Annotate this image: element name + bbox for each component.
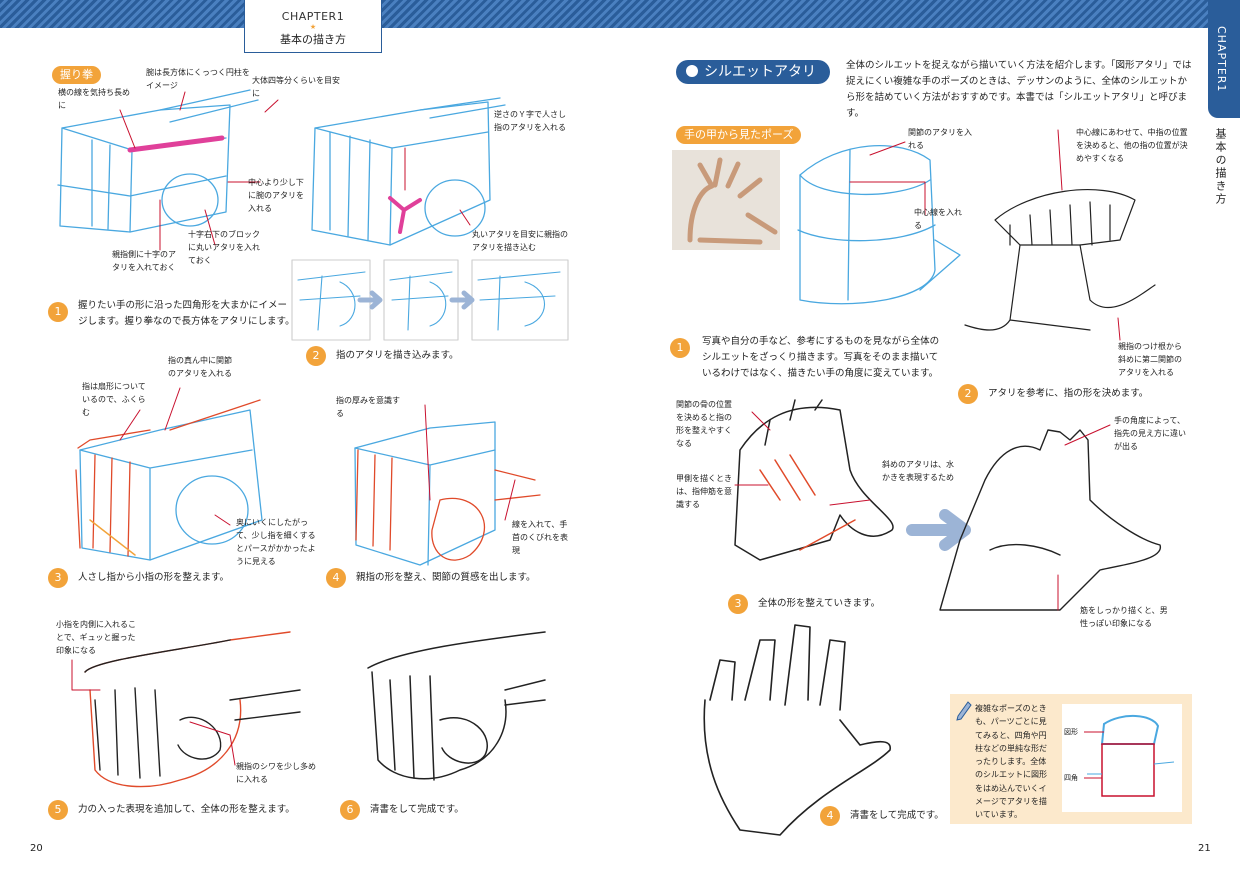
annotation-a3: 大体四等分くらいを目安に (252, 76, 340, 98)
rfig4-sketch (703, 624, 891, 836)
side-chapter-tab: CHAPTER1 (1208, 0, 1240, 118)
star-icon: ★ (309, 23, 317, 31)
right-step-4-number: 4 (820, 806, 840, 826)
pencil-icon (956, 701, 972, 721)
annotation-b4: 親指のつけ根から斜めに第二関節のアタリを入れる (1118, 342, 1182, 377)
annotation-a9: 指の真ん中に関節のアタリを入れる (168, 356, 232, 378)
annotation-b9: 筋をしっかり描くと、男性っぽい印象になる (1080, 606, 1168, 628)
fig5-sketch (84, 631, 301, 788)
left-step-1-number: 1 (48, 302, 68, 322)
right-step-3-number: 3 (728, 594, 748, 614)
annotation-b3: 中心線にあわせて、中指の位置を決めると、他の指の位置が決めやすくなる (1076, 128, 1188, 163)
side-chapter-title: 基本の描き方 (1214, 128, 1227, 206)
right-step-2-number: 2 (958, 384, 978, 404)
left-step-2-number: 2 (306, 346, 326, 366)
annotation-b2: 中心線を入れる (914, 208, 962, 230)
annotation-a2: 腕は長方体にくっつく円柱をイメージ (146, 68, 250, 90)
right-step-1-number: 1 (670, 338, 690, 358)
rfig3b-sketch (939, 429, 1161, 611)
left-page-number: 20 (30, 843, 43, 854)
rfig3-sketch (734, 399, 894, 561)
right-intro: 全体のシルエットを捉えながら描いていく方法を紹介します。「図形アタリ」では捉えに… (846, 60, 1192, 119)
left-step-5-number: 5 (48, 800, 68, 820)
left-step-2-text: 指のアタリを描き込みます。 (336, 350, 459, 361)
fig1-box-sketch (57, 89, 259, 233)
annotation-b5: 関節の骨の位置を決めると指の形を整えやすくなる (676, 400, 732, 448)
fig1b-box-sketch (311, 97, 506, 246)
right-section-title-text: シルエットアタリ (704, 64, 816, 80)
tip-text: 複雑なポーズのときも、パーツごとに見てみると、四角や円柱などの単純な形だったりし… (975, 704, 1047, 820)
annotation-b7: 斜めのアタリは、水かきを表現するため (882, 460, 954, 482)
right-step-2-text: アタリを参考に、指の形を決めます。 (988, 388, 1149, 399)
annotation-a1: 横の線を気持ち長めに (58, 88, 130, 110)
annotation-a11: 指の厚みを意識する (336, 396, 400, 418)
annotation-a15: 親指のシワを少し多めに入れる (236, 762, 316, 784)
left-step-6-text: 清書をして完成です。 (370, 804, 464, 815)
side-tab-label: CHAPTER1 (1215, 26, 1228, 93)
chapter-title: 基本の描き方 (280, 33, 346, 46)
arrow-icon (906, 509, 971, 551)
right-section-title: シルエットアタリ (676, 60, 830, 84)
fig3-sketch (75, 399, 263, 561)
annotation-b8: 手の角度によって、指先の見え方に違いが出る (1114, 416, 1186, 451)
left-step-6-number: 6 (340, 800, 360, 820)
fig4-sketch (354, 421, 541, 566)
header-stripe-left (0, 0, 1240, 28)
left-section-tag: 握り拳 (52, 66, 101, 84)
annotation-a13: 線を入れて、手首のくびれを表現 (512, 520, 568, 555)
annotation-a5: 中心より少し下に腕のアタリを入れる (248, 178, 304, 213)
annotation-b6: 甲側を描くときは、指伸筋を意識する (676, 474, 732, 509)
right-page-number: 21 (1198, 843, 1211, 854)
left-step-4-text: 親指の形を整え、関節の質感を出します。 (356, 572, 536, 583)
right-step-4-text: 清書をして完成です。 (850, 810, 944, 821)
annotation-a8: 丸いアタリを目安に親指のアタリを描き込む (472, 230, 568, 252)
rfig2-sketch (964, 189, 1156, 331)
left-step-3-text: 人さし指から小指の形を整えます。 (78, 572, 230, 583)
annotation-a4: 逆さのＹ字で人さし指のアタリを入れる (494, 110, 566, 132)
right-step-1-text: 写真や自分の手など、参考にするものを見ながら全体のシルエットをざっくり描きます。… (702, 336, 940, 379)
chapter-box: CHAPTER1 ★ 基本の描き方 (244, 0, 382, 53)
annotation-b1: 関節のアタリを入れる (908, 128, 972, 150)
bullet-dot-icon (686, 65, 698, 77)
fig2-panels (291, 259, 569, 341)
tip-label-1: 図形 (1064, 728, 1078, 736)
hand-photo-shape (687, 157, 778, 245)
right-step-3-text: 全体の形を整えていきます。 (758, 598, 881, 609)
annotation-a10: 指は扇形についているので、ふくらむ (82, 382, 146, 417)
rfig1-sketch (797, 145, 961, 305)
left-step-5-text: 力の入った表現を追加して、全体の形を整えます。 (78, 804, 295, 815)
callout-lines (71, 91, 1121, 766)
fig6-sketch (367, 631, 546, 781)
annotation-a7: 十字右下のブロックに丸いアタリを入れておく (188, 230, 260, 265)
right-section-tag: 手の甲から見たポーズ (676, 126, 802, 144)
annotation-a6: 親指側に十字のアタリを入れておく (112, 250, 176, 272)
tip-inset-sketch (1084, 714, 1175, 797)
left-step-1-text: 握りたい手の形に沿った四角形を大まかにイメージします。握り拳なので長方体をアタリ… (78, 300, 295, 327)
left-step-3-number: 3 (48, 568, 68, 588)
chapter-label: CHAPTER1 (281, 10, 345, 23)
annotation-a12: 奥にいくにしたがって、少し指を細くするとパースがかかったように見える (236, 518, 316, 566)
tip-inset-figure: 図形 四角 (1062, 704, 1182, 812)
annotation-a14: 小指を内側に入れることで、ギュッと握った印象になる (56, 620, 136, 655)
tip-box: 複雑なポーズのときも、パーツごとに見てみると、四角や円柱などの単純な形だったりし… (950, 694, 1192, 824)
tip-label-2: 四角 (1064, 774, 1078, 782)
left-step-4-number: 4 (326, 568, 346, 588)
